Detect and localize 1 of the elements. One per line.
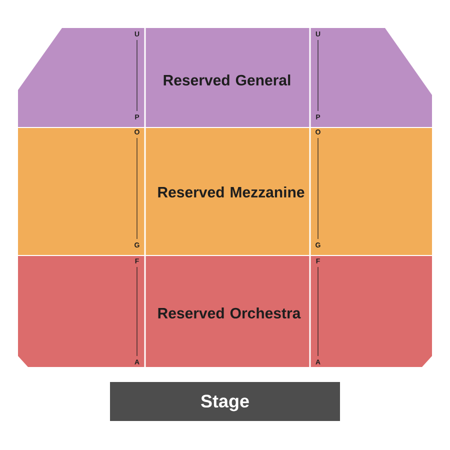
stage: Stage <box>110 382 340 421</box>
